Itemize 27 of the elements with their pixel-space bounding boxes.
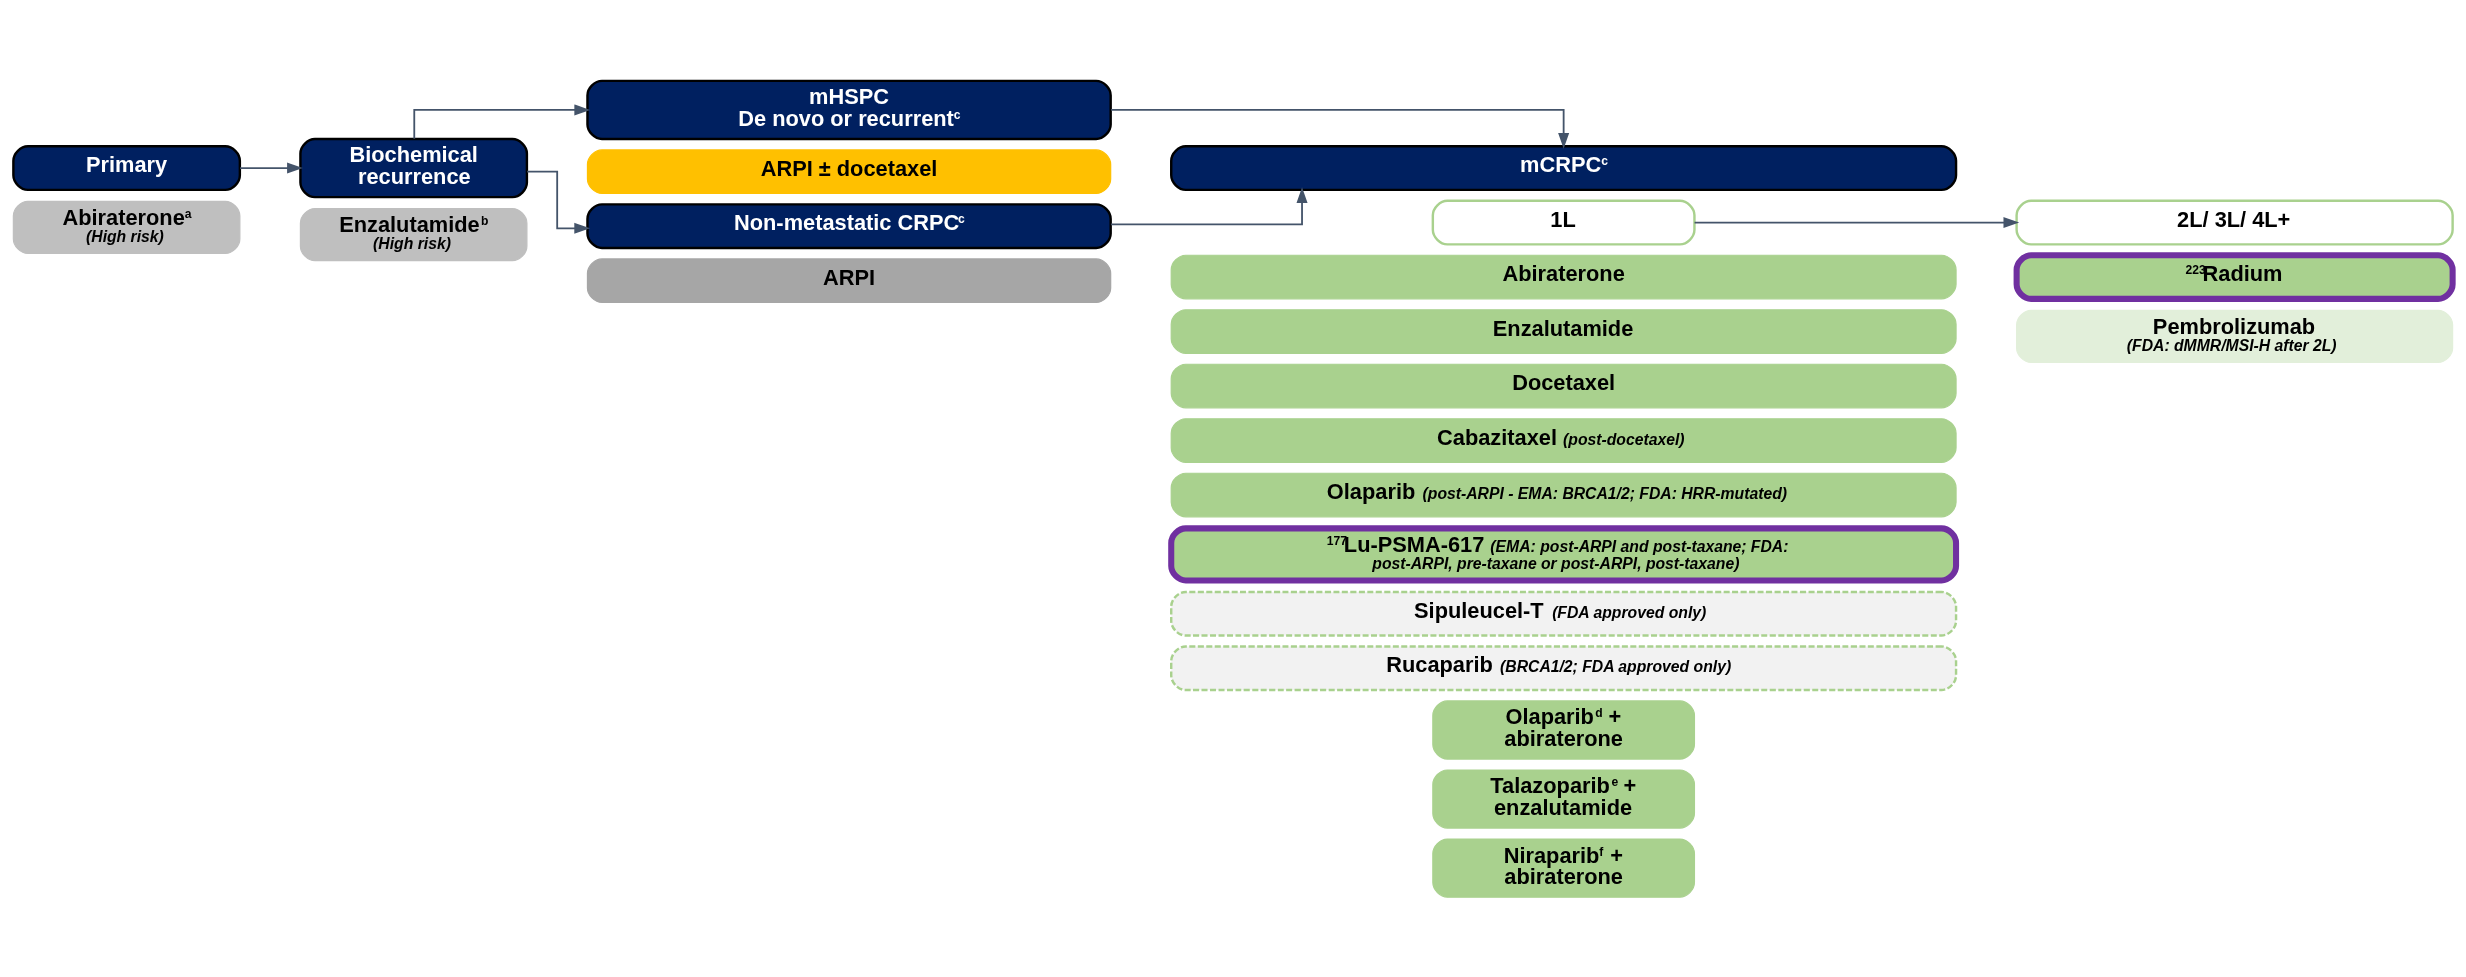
node-box: ARPI ± docetaxel bbox=[586, 148, 1112, 194]
node-box: Pembrolizumab (FDA: dMMR/MSI-H after 2L) bbox=[2016, 309, 2454, 363]
node-box: Biochemical recurrence bbox=[299, 137, 529, 198]
node-box: Olaparib$^{d}$ + abiraterone bbox=[1432, 699, 1696, 760]
arrow bbox=[1110, 186, 1308, 225]
node-box: Abiraterone bbox=[1170, 254, 1957, 299]
node-box: Enzalutamide$^{b}$ (High risk) bbox=[299, 207, 528, 261]
node-box: Docetaxel bbox=[1170, 363, 1957, 408]
node-box: Abiraterone$^{a}$ (High risk) bbox=[12, 200, 241, 254]
node-box: Rucaparib (BRCA1/2; FDA approved only) bbox=[1170, 644, 1958, 691]
node-box: mCRPC$^{c}$ bbox=[1170, 144, 1958, 191]
arrow bbox=[1110, 108, 1570, 149]
node-box: Sipuleucel-T (FDA approved only) bbox=[1170, 590, 1958, 637]
node-box: Cabazitaxel (post-docetaxel) bbox=[1170, 417, 1957, 463]
node-box: $^{177}$Lu-PSMA-617 (EMA: post-ARPI and post-taxane; FDA: post-ARPI, pre-taxane or post-ARPI, post-taxane) bbox=[1168, 524, 1960, 583]
node-box: mHSPC De novo or recurrent$^{c}$ bbox=[586, 79, 1112, 140]
node-box: Olaparib (post-ARPI - EMA: BRCA1/2; FDA: HRR-mutated) bbox=[1170, 472, 1957, 517]
node-box: ARPI bbox=[586, 257, 1112, 303]
node-box: Non-metastatic CRPC$^{c}$ bbox=[586, 202, 1112, 249]
node-box: Talazoparib$^{e}$ + enzalutamide bbox=[1432, 768, 1696, 829]
node-box: Enzalutamide bbox=[1170, 308, 1957, 354]
node-box: 2L/ 3L/ 4L+ bbox=[2015, 199, 2454, 246]
arrow bbox=[239, 162, 303, 174]
node-box: Primary bbox=[12, 144, 242, 191]
arrow bbox=[1693, 216, 2020, 228]
node-box: 1L bbox=[1431, 199, 1696, 246]
node-box: Niraparib$^{f}$ + abiraterone bbox=[1432, 837, 1696, 898]
